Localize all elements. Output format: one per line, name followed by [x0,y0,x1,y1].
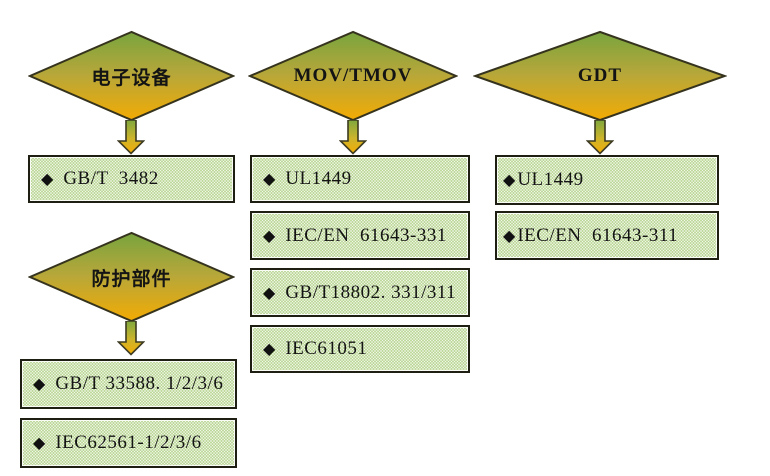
diamond-bullet-icon: ◆ [263,225,276,245]
diamond-label: 防护部件 [91,268,172,290]
standard-box-iec61051: ◆ IEC61051 [250,325,470,373]
standard-box-iec-en-61643-311: ◆ IEC/EN 61643-311 [495,211,719,260]
down-arrow-icon [117,321,145,356]
diamond-label: MOV/TMOV [293,65,413,86]
diamond-bullet-icon: ◆ [263,339,276,358]
diamond-bullet-icon: ◆ [33,374,46,393]
standard-box-gbt-33588: ◆ GB/T 33588. 1/2/3/6 [20,359,237,409]
standard-label: GB/T 3482 [63,168,159,189]
diamond-mov-tmov: MOV/TMOV [248,30,458,122]
standard-box-gbt18802-331-311: ◆ GB/T18802. 331/311 [250,268,470,317]
diamond-bullet-icon: ◆ [33,433,46,452]
standard-box-iec-en-61643-331: ◆ IEC/EN 61643-331 [250,211,470,260]
standard-box-gbt-3482: ◆ GB/T 3482 [28,155,235,203]
diamond-bullet-icon: ◆ [503,170,516,189]
standard-label: GB/T 33588. 1/2/3/6 [55,373,224,394]
diamond-gdt: GDT [473,30,727,122]
standard-box-ul1449-gdt: ◆ UL1449 [495,155,719,205]
standard-label: IEC62561-1/2/3/6 [55,432,202,453]
diamond-bullet-icon: ◆ [503,225,516,245]
down-arrow-icon [339,120,367,155]
standard-label: IEC61051 [285,338,368,359]
diamond-protection-components: 防护部件 [28,231,235,323]
standard-label: GB/T18802. 331/311 [285,281,457,303]
diamond-bullet-icon: ◆ [263,169,276,188]
diamond-bullet-icon: ◆ [41,169,54,188]
standard-label: IEC/EN 61643-311 [517,224,679,246]
down-arrow-icon [117,120,145,155]
diamond-label: GDT [577,65,623,86]
diamond-electronic-equipment: 电子设备 [28,30,235,122]
down-arrow-icon [586,120,614,155]
standard-box-iec62561: ◆ IEC62561-1/2/3/6 [20,418,237,468]
standard-box-ul1449-mov: ◆ UL1449 [250,155,470,203]
diamond-label: 电子设备 [91,67,172,89]
standard-label: UL1449 [285,168,352,189]
standard-label: IEC/EN 61643-331 [285,224,447,246]
standard-label: UL1449 [517,169,584,190]
diamond-bullet-icon: ◆ [263,282,276,302]
